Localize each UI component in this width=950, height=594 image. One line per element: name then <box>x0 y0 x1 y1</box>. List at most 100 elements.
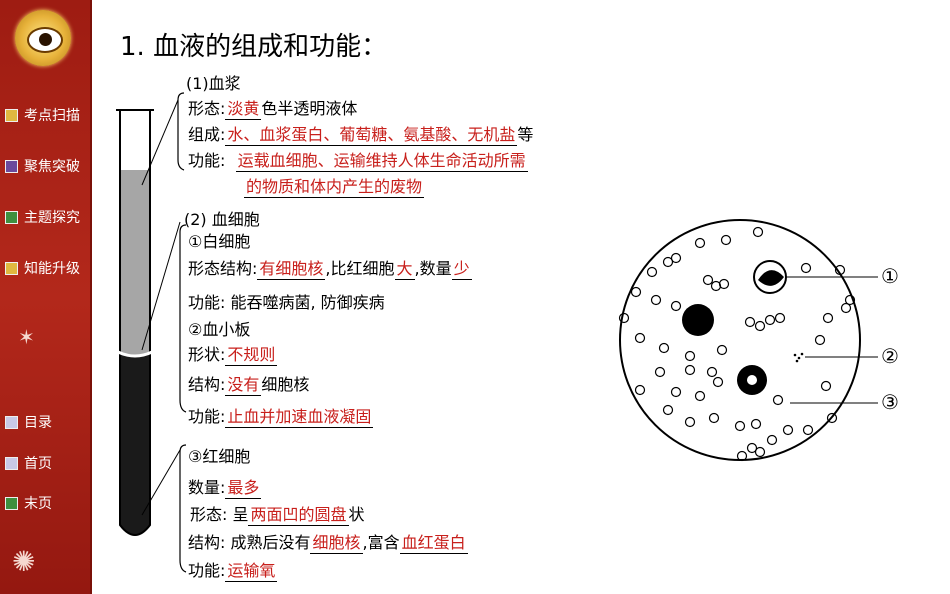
dandelion-icon: ✶ <box>18 325 35 349</box>
red-blood-cell <box>822 312 834 324</box>
pointer-line <box>141 449 181 516</box>
red-blood-cell <box>826 412 838 424</box>
plasma-heading: (1)血浆 <box>186 74 241 93</box>
green-square-icon <box>5 496 18 510</box>
platelet-struct-answer: 没有 <box>225 371 262 396</box>
platelet-struct-row: 结构:没有细胞核 <box>188 371 309 396</box>
red-blood-cell <box>734 420 746 432</box>
red-blood-cell <box>634 384 646 396</box>
pointer-line <box>141 99 179 186</box>
red-blood-cell <box>618 312 630 324</box>
wbc-nucleus <box>758 270 784 286</box>
rbc-heading: ③红细胞 <box>188 447 251 466</box>
red-blood-cell <box>800 262 812 274</box>
plasma-func-answer: 的物质和体内产生的废物 <box>244 173 425 198</box>
rbc-struct-row: 结构: 成熟后没有细胞核,富含血红蛋白 <box>188 529 468 554</box>
red-blood-cell <box>746 442 758 454</box>
plasma-comp-answer: 水、血浆蛋白、葡萄糖、氨基酸、无机盐 <box>225 121 518 146</box>
red-blood-cell <box>646 266 658 278</box>
nav-item-zhuti[interactable]: 主题探究 <box>5 207 80 227</box>
red-blood-cell <box>744 316 756 328</box>
red-blood-cell <box>774 312 786 324</box>
nav-item-label: 首页 <box>24 456 52 472</box>
blood-cell-layer <box>120 355 150 525</box>
wbc-struct-answer: 有细胞核 <box>257 255 326 280</box>
red-blood-cell <box>650 294 662 306</box>
red-blood-cell <box>782 424 794 436</box>
platelet-shape-row: 形状:不规则 <box>188 341 278 366</box>
wbc-func: 功能: 能吞噬病菌, 防御疾病 <box>188 293 385 312</box>
red-blood-cell <box>716 344 728 356</box>
red-blood-cell <box>802 424 814 436</box>
red-blood-cell <box>752 226 764 238</box>
rbc-count-row: 数量:最多 <box>188 474 262 499</box>
rbc-func-answer: 运输氧 <box>225 557 278 582</box>
sidebar: 考点扫描 聚焦突破 主题探究 知能升级 ✶ 目录 首页 末页 ✺ <box>0 0 92 594</box>
red-blood-cell <box>764 314 776 326</box>
page-title: 1. 血液的组成和功能： <box>120 32 388 62</box>
rbc-struct-answer: 细胞核 <box>310 529 363 554</box>
nav-item-zhineng[interactable]: 知能升级 <box>5 258 80 278</box>
red-blood-cell <box>766 434 778 446</box>
platelet-func-row: 功能:止血并加速血液凝固 <box>188 403 374 428</box>
pointer-line <box>141 221 181 351</box>
nav-item-label: 聚焦突破 <box>24 159 80 175</box>
red-blood-cell <box>736 450 748 462</box>
red-blood-cell <box>684 350 696 362</box>
tube-outline <box>119 110 151 536</box>
red-blood-cell <box>718 278 730 290</box>
red-blood-cell <box>840 302 852 314</box>
nav-item-mulu[interactable]: 目录 <box>5 412 52 432</box>
wbc-center <box>747 375 757 385</box>
nav-item-kaodian[interactable]: 考点扫描 <box>5 105 80 125</box>
cells-heading: (2) 血细胞 <box>184 210 260 229</box>
red-blood-cell <box>834 264 846 276</box>
eye-icon <box>27 27 63 53</box>
red-blood-cell <box>844 294 856 306</box>
nav-item-label: 主题探究 <box>24 210 80 226</box>
wbc-nucleus <box>688 310 708 330</box>
logo <box>15 10 71 66</box>
red-blood-cell <box>670 386 682 398</box>
red-blood-cell <box>814 334 826 346</box>
nav-item-label: 末页 <box>24 496 52 512</box>
rbc-func-row: 功能:运输氧 <box>188 557 278 582</box>
red-blood-cell <box>670 252 682 264</box>
plasma-func-answer: 运载血细胞、运输维持人体生命活动所需 <box>235 147 528 172</box>
red-blood-cell <box>684 364 696 376</box>
platelet-shape-answer: 不规则 <box>225 341 278 366</box>
red-blood-cell <box>658 342 670 354</box>
green-square-icon <box>5 210 18 224</box>
square-icon <box>5 456 18 470</box>
test-tube <box>116 109 154 536</box>
red-blood-cell <box>712 376 724 388</box>
rbc-count-answer: 最多 <box>225 474 262 499</box>
bracket <box>179 444 187 573</box>
red-blood-cell <box>710 280 722 292</box>
nav-item-moye[interactable]: 末页 <box>5 493 52 513</box>
diagram-label-2: ② <box>881 344 899 368</box>
dandelion-icon: ✺ <box>12 545 36 578</box>
nav-item-jujiao[interactable]: 聚焦突破 <box>5 156 80 176</box>
red-blood-cell <box>702 274 714 286</box>
square-icon <box>5 415 18 429</box>
red-blood-cell <box>662 404 674 416</box>
platelets <box>793 352 804 363</box>
red-blood-cell <box>694 390 706 402</box>
red-blood-cell <box>754 320 766 332</box>
plasma-shape-row: 形态:淡黄色半透明液体 <box>188 95 357 120</box>
red-blood-cell <box>708 412 720 424</box>
gold-square-icon <box>5 108 18 122</box>
purple-square-icon <box>5 159 18 173</box>
wbc-count-answer: 少 <box>451 255 472 280</box>
red-blood-cell <box>750 418 762 430</box>
nav-item-shouye[interactable]: 首页 <box>5 453 52 473</box>
plasma-layer <box>120 170 150 355</box>
plasma-func-row: 功能: 运载血细胞、运输维持人体生命活动所需 <box>188 147 528 172</box>
plasma-func-row-2: 的物质和体内产生的废物 <box>244 173 425 198</box>
buffy-coat <box>117 350 153 358</box>
plasma-comp-row: 组成:水、血浆蛋白、葡萄糖、氨基酸、无机盐等 <box>188 121 533 146</box>
red-blood-cell <box>662 256 674 268</box>
red-blood-cell <box>670 300 682 312</box>
wbc-struct-row: 形态结构:有细胞核,比红细胞大,数量少 <box>188 255 472 280</box>
